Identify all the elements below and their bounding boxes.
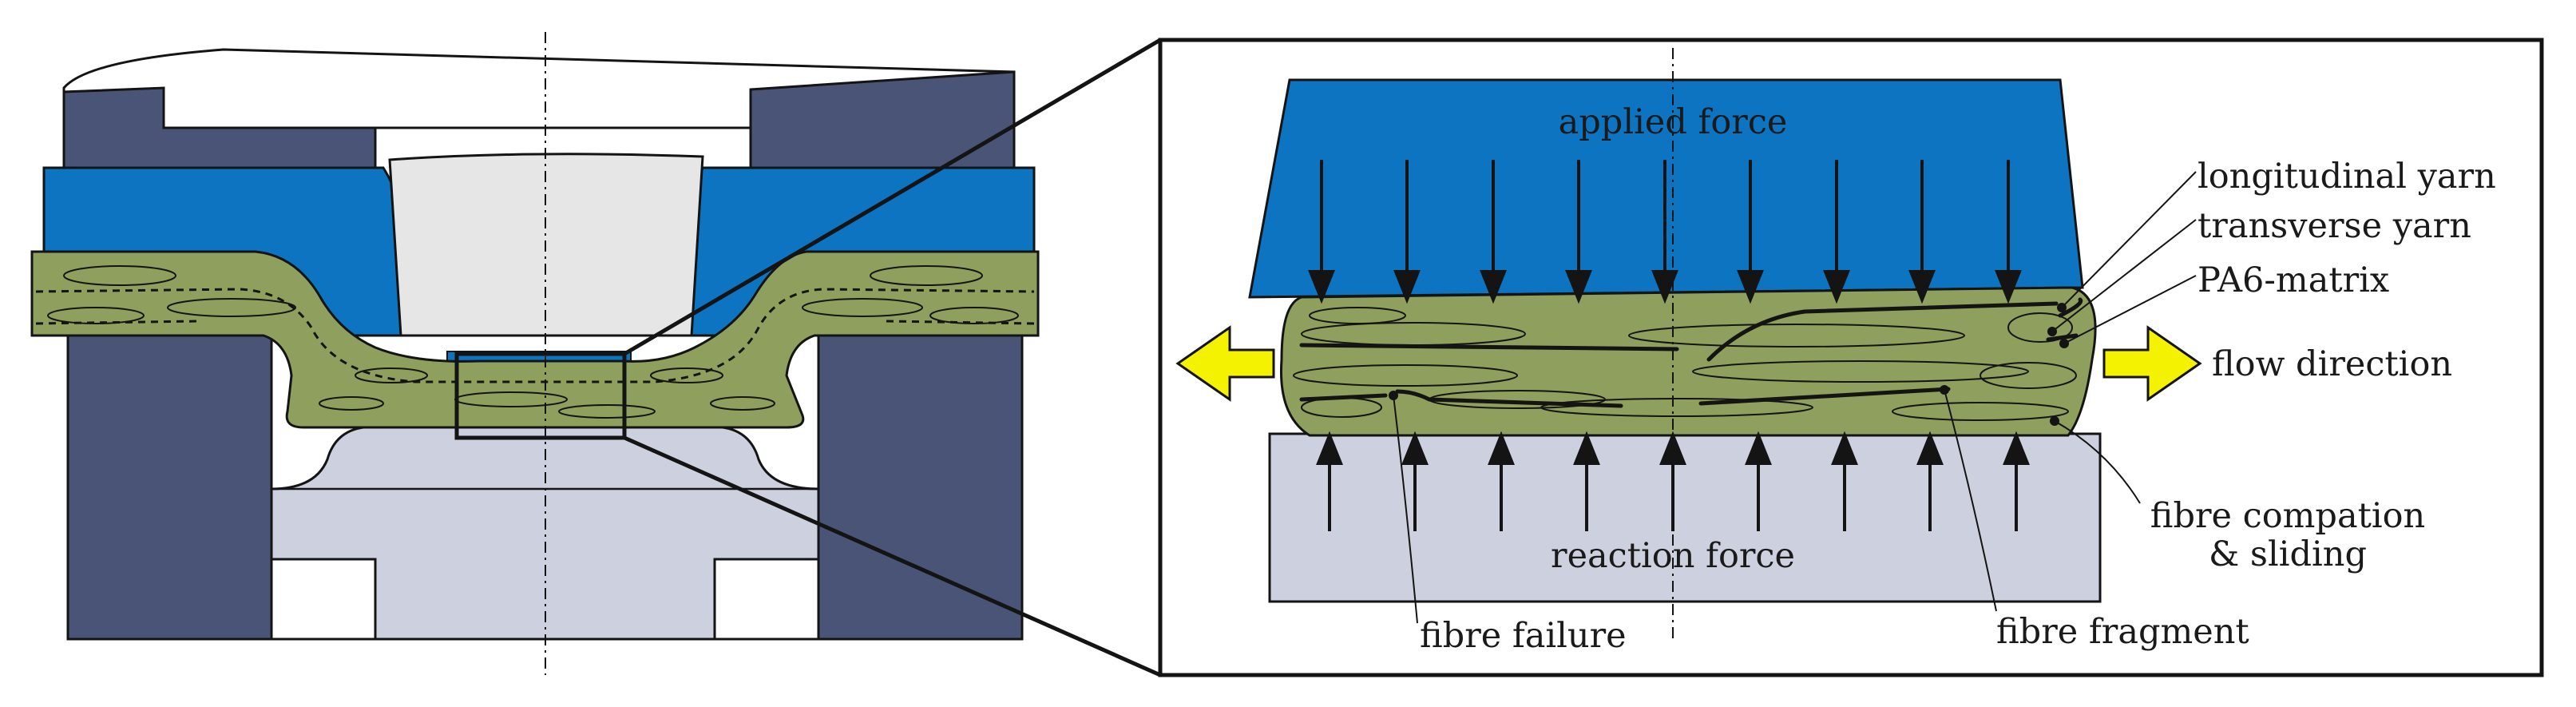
tool-cross-section [30,32,1162,677]
detail-panel [1158,38,2544,677]
label-fibre-fragment: fibre fragment [1996,612,2249,652]
label-fibre-failure: fibre failure [1420,616,1627,656]
label-reaction-force: reaction force [1551,536,1795,576]
label-longitudinal-yarn: longitudinal yarn [2198,157,2496,197]
label-transverse-yarn: transverse yarn [2198,206,2471,246]
label-pa6-matrix: PA6-matrix [2198,260,2389,300]
flow-arrow-left [1175,325,1275,402]
applied-force-arrows [1308,160,2022,304]
label-flow-direction: flow direction [2212,344,2452,384]
label-applied-force: applied force [1559,102,1788,142]
label-fibre-compaction: fibre compation [2150,496,2425,536]
composite-layer-left [30,250,1040,429]
die-cutout-right [713,558,820,641]
flow-arrow-right [2102,325,2202,402]
label-sliding: & sliding [2209,534,2367,574]
upper-mould-right [749,70,1016,173]
die-cutout-left [270,558,377,641]
detail-composite [1279,286,2097,437]
zoom-region [454,352,627,440]
